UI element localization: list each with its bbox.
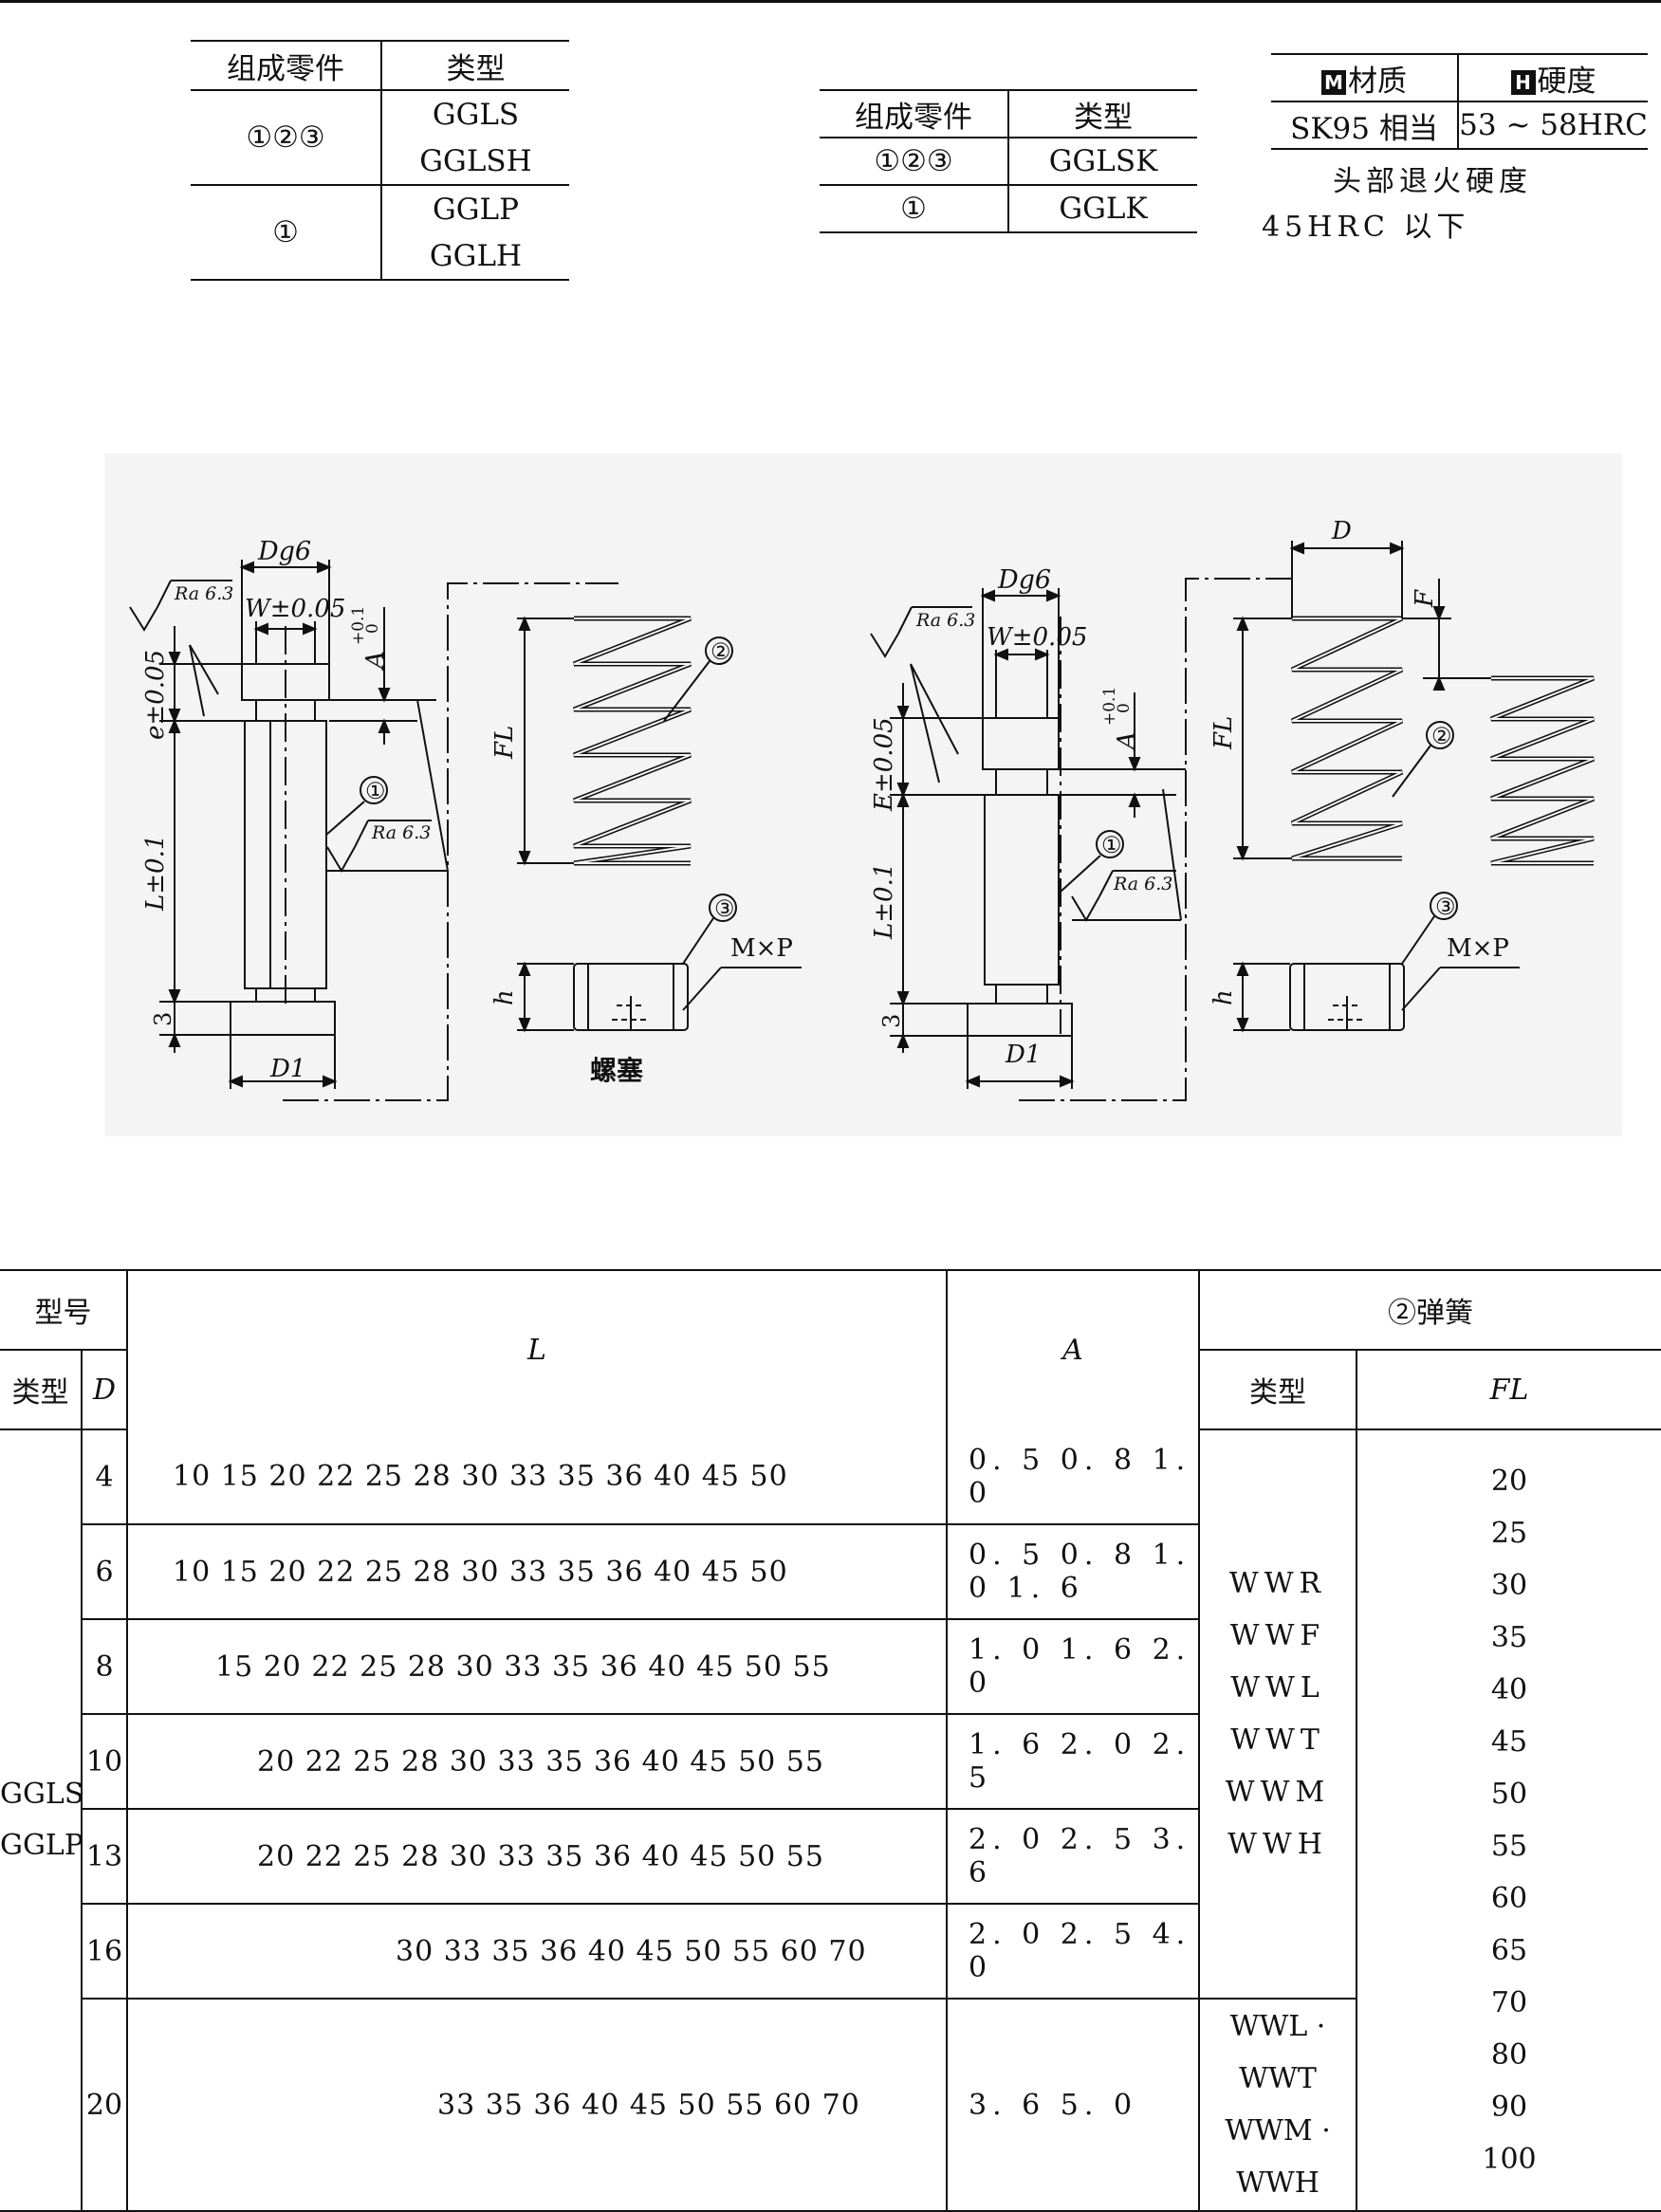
a-cell: 1. 0 1. 6 2. 0 <box>947 1619 1200 1715</box>
l-cell: 15 20 22 25 28 30 33 35 36 40 45 50 55 <box>127 1619 948 1715</box>
material-badge-icon: M <box>1321 70 1346 95</box>
l-cell: 30 33 35 36 40 45 50 55 60 70 <box>127 1904 948 2000</box>
a-tol-upper: +0.1 <box>349 606 368 645</box>
three-label: 3 <box>150 1012 176 1026</box>
technical-drawing: Ra 6.3 Dg6 W±0.05 A +0.1 0 e±0.05 L±0.1 … <box>104 453 1622 1136</box>
callout-2: ② <box>711 638 731 665</box>
type-cell: GGLSH <box>381 138 569 186</box>
d-cell: 4 <box>82 1429 128 1525</box>
a-cell: 1. 6 2. 0 2. 5 <box>947 1714 1200 1810</box>
fl-cell: 20 25 30 35 40 45 50 55 60 65 70 80 90 1… <box>1356 1429 1661 2212</box>
ra-label: Ra 6.3 <box>371 822 431 843</box>
ra-label: Ra 6.3 <box>1113 874 1172 894</box>
l-header: L <box>127 1269 948 1429</box>
h-label: h <box>1209 989 1238 1005</box>
d-cell: 20 <box>82 1999 128 2212</box>
a-tol-lower: 0 <box>363 623 382 634</box>
l-cell: 10 15 20 22 25 28 30 33 35 36 40 45 50 <box>127 1429 948 1525</box>
dg6-label: Dg6 <box>257 537 311 566</box>
spring-header: ②弹簧 <box>1199 1269 1661 1351</box>
type-header: 类型 <box>0 1350 83 1430</box>
spring-type-header: 类型 <box>1199 1350 1357 1430</box>
mxp-label: M×P <box>1447 934 1509 963</box>
d-cell: 8 <box>82 1619 128 1715</box>
type-cell: GGLK <box>1008 185 1197 233</box>
a-cell: 0. 5 0. 8 1. 0 <box>947 1429 1200 1525</box>
ra-label: Ra 6.3 <box>915 610 975 631</box>
a-cell: 2. 0 2. 5 3. 6 <box>947 1809 1200 1905</box>
header-type: 类型 <box>381 40 569 91</box>
fl-label: FL <box>1209 716 1238 750</box>
spring-type-cell: WWR WWF WWL WWT WWM WWH <box>1199 1429 1357 2000</box>
hardness-value: 53 ~ 58HRC <box>1458 101 1648 150</box>
callout-3: ③ <box>1435 894 1456 920</box>
header-parts: 组成零件 <box>191 40 382 91</box>
plug-label: 螺塞 <box>590 1055 643 1086</box>
a-label: A <box>1113 731 1141 751</box>
parts-cell: ① <box>191 185 382 281</box>
fl-label: FL <box>490 726 519 760</box>
w-tol-label: W±0.05 <box>245 595 345 623</box>
dg6-label: Dg6 <box>997 565 1051 595</box>
d-cell: 16 <box>82 1904 128 2000</box>
l-cell: 20 22 25 28 30 33 35 36 40 45 50 55 <box>127 1714 948 1810</box>
l-cell: 10 15 20 22 25 28 30 33 35 36 40 45 50 <box>127 1524 948 1620</box>
composition-table-2: 组成零件 类型 ①②③ GGLSK ① GGLK <box>820 89 1197 233</box>
a-label: A <box>361 651 390 671</box>
header-type: 类型 <box>1008 89 1197 138</box>
three-label: 3 <box>878 1014 905 1028</box>
e-large-label: E±0.05 <box>870 717 898 812</box>
type-cell: GGLS <box>432 97 520 132</box>
d-cell: 13 <box>82 1809 128 1905</box>
a-tol-lower: 0 <box>1115 703 1134 713</box>
type-cell: GGLSK <box>1008 138 1197 186</box>
a-cell: 0. 5 0. 8 1. 0 1. 6 <box>947 1524 1200 1620</box>
a-cell: 2. 0 2. 5 4. 0 <box>947 1904 1200 2000</box>
callout-1: ① <box>365 778 386 804</box>
d-cell: 6 <box>82 1524 128 1620</box>
w-tol-label: W±0.05 <box>987 623 1087 652</box>
d1-label: D1 <box>269 1055 305 1083</box>
type-cell: GGLS GGLP <box>0 1429 83 2212</box>
d1-label: D1 <box>1005 1041 1041 1069</box>
l-cell: 20 22 25 28 30 33 35 36 40 45 50 55 <box>127 1809 948 1905</box>
composition-table-1: 组成零件 类型 ①②③ GGLS GGLSH ① GGLP GGLH <box>191 40 569 281</box>
header-parts: 组成零件 <box>820 89 1009 138</box>
h-label: h <box>490 989 519 1005</box>
spec-table: 型号 L A ②弹簧 类型 D 类型 FL GGLS GGLP 4 10 15 … <box>0 1269 1661 2212</box>
top-rule <box>0 0 1661 3</box>
d-header: D <box>82 1350 128 1430</box>
l-cell: 33 35 36 40 45 50 55 60 70 <box>127 1999 948 2212</box>
parts-cell: ①②③ <box>191 90 382 186</box>
spring-type-cell: WWL · WWT WWM · WWH <box>1199 1999 1357 2212</box>
a-header: A <box>947 1269 1200 1429</box>
callout-3: ③ <box>714 895 735 922</box>
callout-1: ① <box>1101 832 1122 858</box>
a-cell: 3. 6 5. 0 <box>947 1999 1200 2212</box>
ra-label: Ra 6.3 <box>174 583 233 604</box>
model-header: 型号 <box>0 1269 128 1351</box>
f-label: F <box>1411 589 1439 608</box>
type-cell: GGLH <box>381 232 569 281</box>
l-tol-label: L±0.1 <box>141 835 170 912</box>
hardness-note: 头部退火硬度 45HRC 以下 <box>1262 165 1532 244</box>
d-cell: 10 <box>82 1714 128 1810</box>
l-tol-label: L±0.1 <box>870 863 898 940</box>
callout-2: ② <box>1431 723 1452 749</box>
mxp-label: M×P <box>730 934 793 963</box>
d-label: D <box>1331 517 1352 545</box>
hardness-badge-icon: H <box>1510 70 1536 95</box>
material-value: SK95 相当 <box>1271 101 1459 150</box>
type-cell: GGLP <box>433 192 519 227</box>
parts-cell: ①②③ <box>820 138 1009 186</box>
a-tol-upper: +0.1 <box>1100 687 1119 726</box>
fl-header: FL <box>1356 1350 1661 1430</box>
parts-cell: ① <box>820 185 1009 233</box>
e-small-label: e±0.05 <box>141 650 170 740</box>
